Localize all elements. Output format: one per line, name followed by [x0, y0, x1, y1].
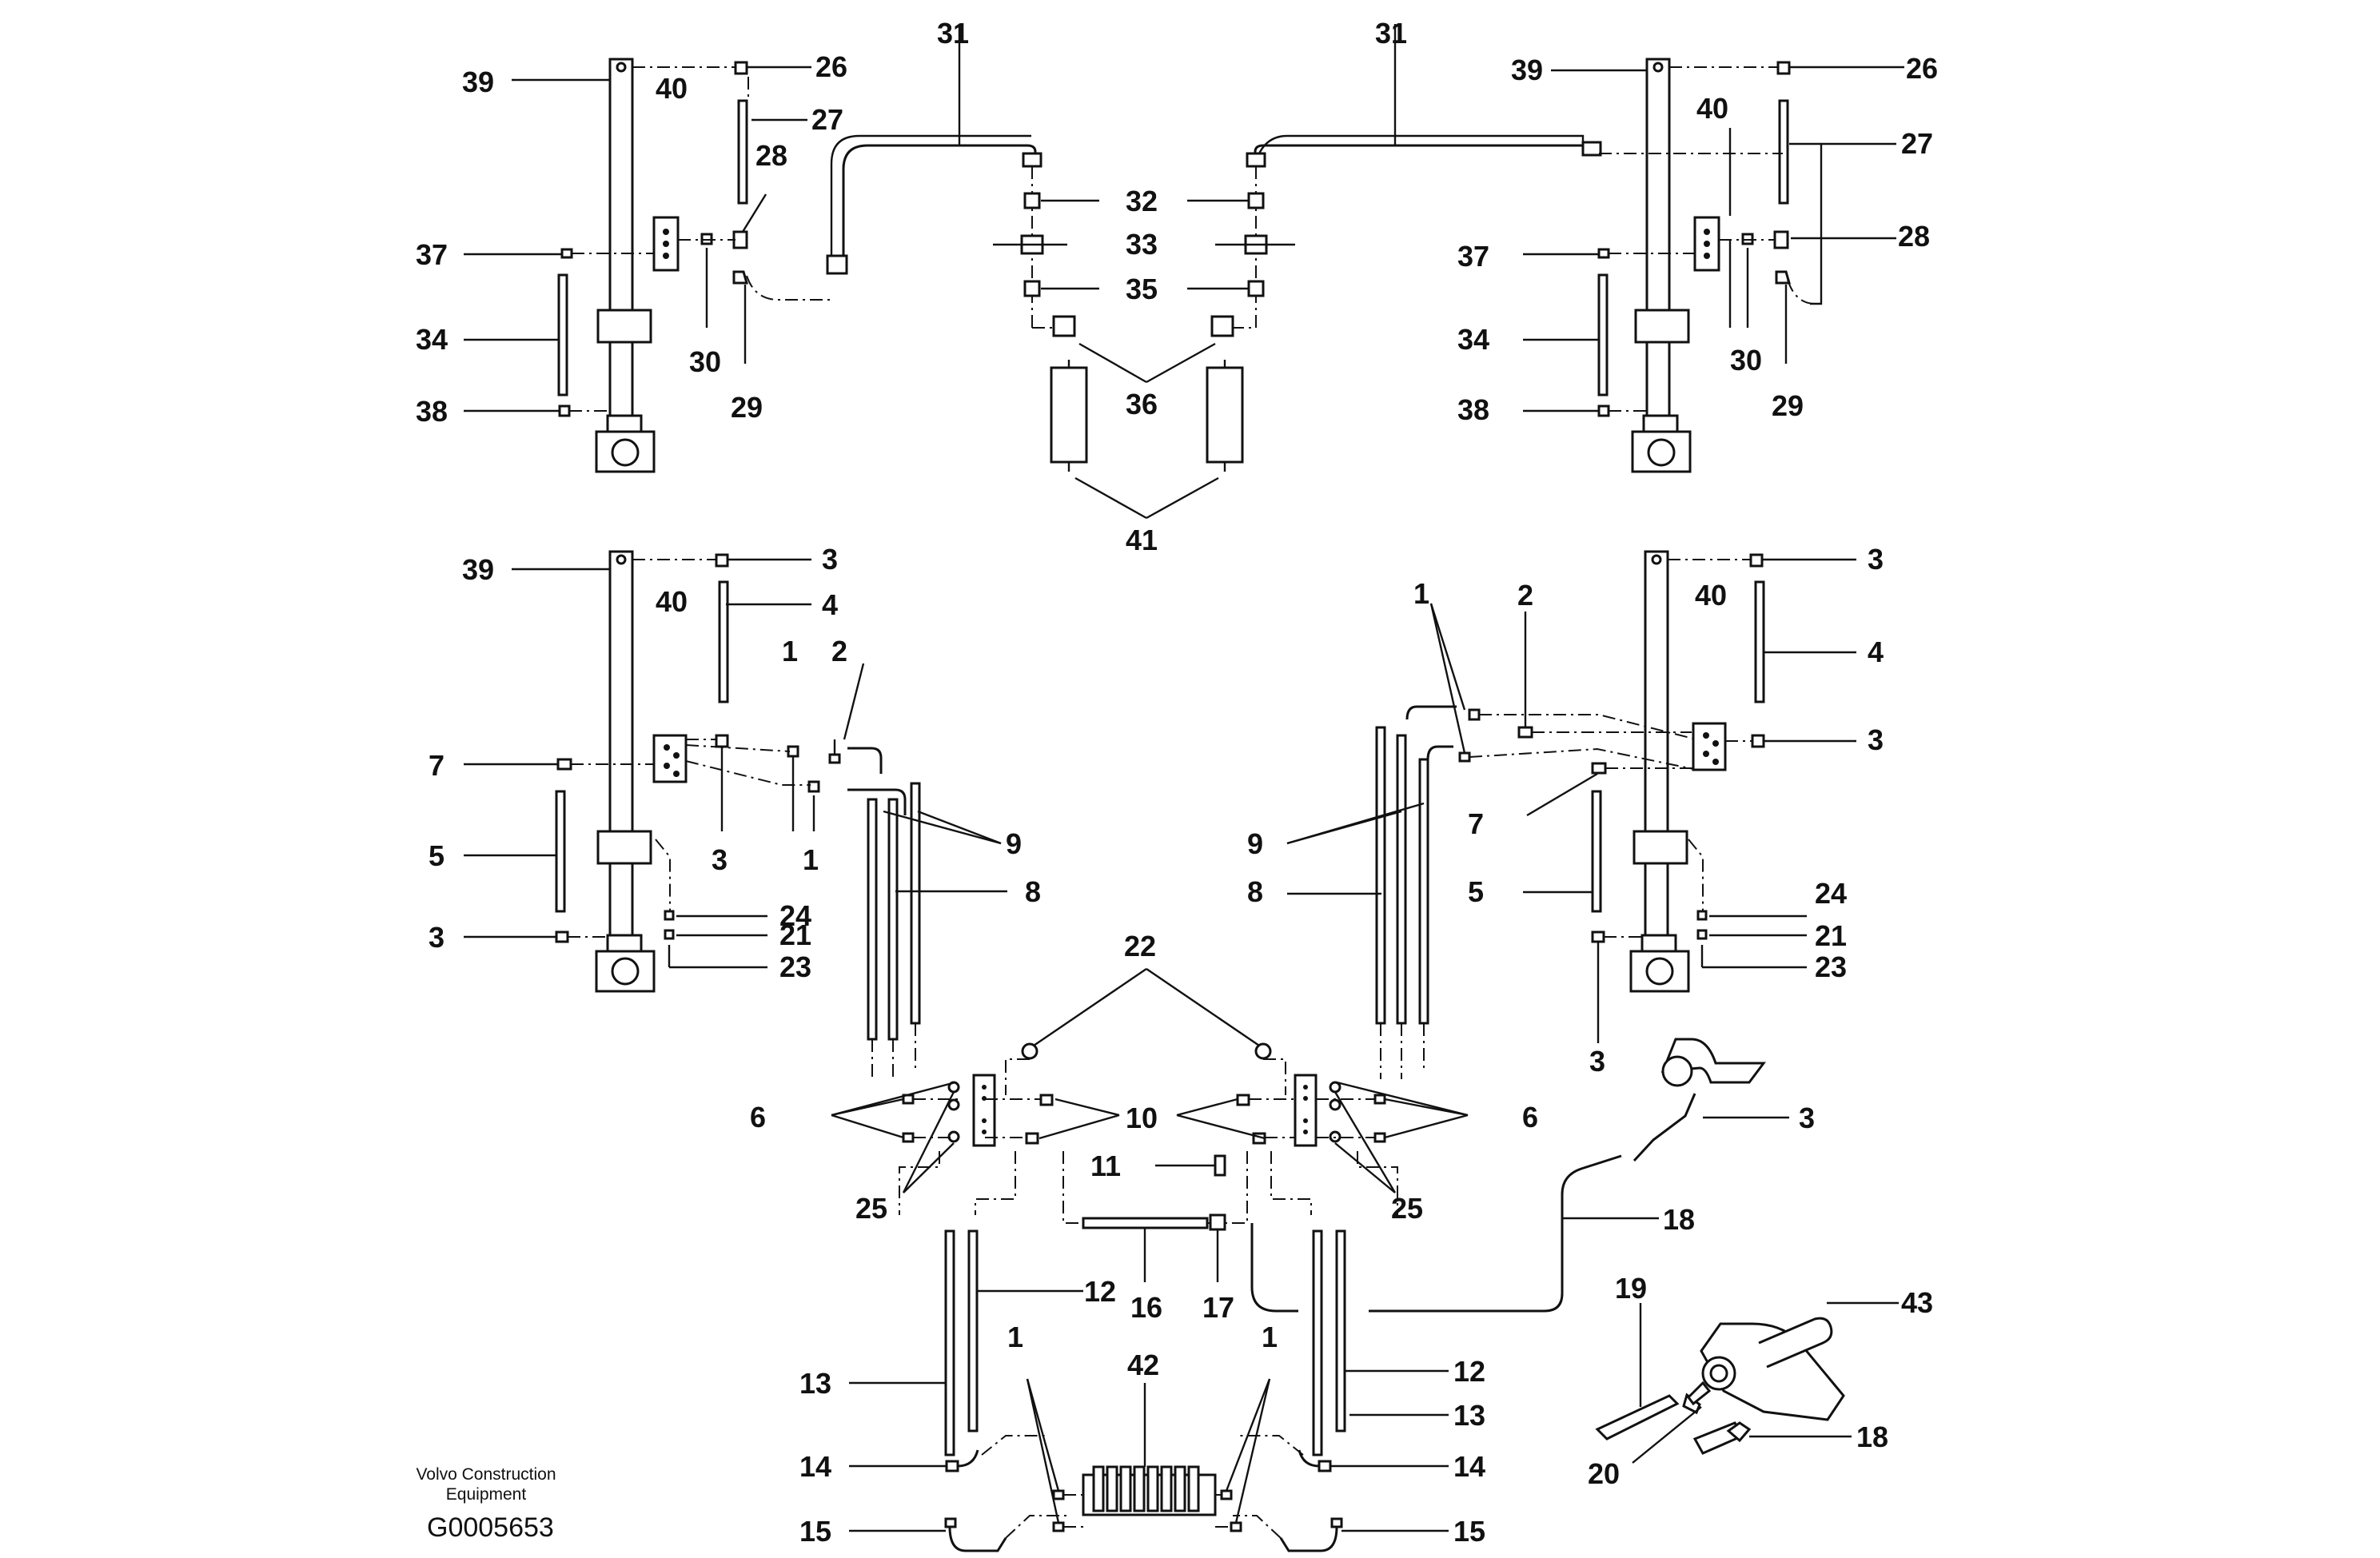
label-13b: 13 [1453, 1399, 1485, 1432]
label-28b: 28 [1898, 220, 1930, 253]
top-right-assembly [1523, 58, 1904, 473]
label-12b: 12 [1453, 1355, 1485, 1388]
label-39c: 39 [462, 553, 494, 586]
label-41: 41 [1126, 524, 1158, 556]
label-35: 35 [1126, 273, 1158, 305]
label-29b: 29 [1772, 389, 1804, 422]
label-3b: 3 [712, 843, 728, 876]
label-5a: 5 [429, 839, 445, 872]
label-24a: 24 [779, 899, 811, 932]
figure-id: G0005653 [427, 1512, 554, 1543]
label-21b: 21 [1815, 919, 1847, 952]
label-31a: 31 [937, 17, 969, 50]
label-3e: 3 [1868, 723, 1884, 756]
label-4a: 4 [822, 588, 838, 621]
label-31b: 31 [1375, 17, 1407, 50]
label-8b: 8 [1247, 875, 1263, 908]
label-30b: 30 [1730, 344, 1762, 377]
label-25b: 25 [1391, 1192, 1423, 1225]
label-3d: 3 [1868, 543, 1884, 576]
label-15a: 15 [799, 1515, 831, 1548]
label-25a: 25 [855, 1192, 887, 1225]
label-14a: 14 [799, 1450, 831, 1483]
label-33: 33 [1126, 228, 1158, 261]
label-38b: 38 [1457, 393, 1489, 426]
label-39b: 39 [1511, 54, 1543, 86]
label-40a: 40 [656, 72, 688, 105]
credit-line-2: Equipment [446, 1485, 527, 1504]
label-1b: 1 [803, 843, 819, 876]
label-27a: 27 [811, 103, 843, 136]
label-34a: 34 [416, 323, 448, 356]
label-21a: 21 [779, 918, 811, 951]
callout-labels: 39 40 26 27 28 37 34 30 29 38 31 31 32 3… [416, 17, 1938, 1548]
label-1e: 1 [1262, 1321, 1278, 1353]
middle-right-assembly [1286, 550, 1856, 1079]
label-1c: 1 [1413, 577, 1429, 610]
label-19: 19 [1615, 1272, 1647, 1305]
label-26a: 26 [815, 50, 847, 83]
label-18b: 18 [1856, 1421, 1888, 1453]
label-3c: 3 [429, 921, 445, 954]
label-20: 20 [1588, 1457, 1620, 1490]
label-18a: 18 [1663, 1203, 1695, 1236]
label-34b: 34 [1457, 323, 1489, 356]
label-9a: 9 [1006, 827, 1022, 860]
label-27b: 27 [1901, 127, 1933, 160]
label-1d: 1 [1007, 1321, 1023, 1353]
label-43: 43 [1901, 1286, 1933, 1319]
label-11: 11 [1090, 1150, 1121, 1182]
label-5b: 5 [1468, 875, 1484, 908]
label-3g: 3 [1799, 1102, 1815, 1134]
label-4b: 4 [1868, 636, 1884, 668]
label-7b: 7 [1468, 807, 1484, 840]
label-38a: 38 [416, 395, 448, 428]
bottom-center-assembly [831, 968, 1469, 1552]
label-12a: 12 [1084, 1275, 1116, 1308]
label-7a: 7 [429, 749, 445, 782]
label-16: 16 [1130, 1291, 1162, 1324]
label-30a: 30 [689, 345, 721, 378]
label-24b: 24 [1815, 877, 1847, 910]
label-32: 32 [1126, 185, 1158, 217]
label-22: 22 [1124, 930, 1156, 962]
label-10a: 10 [1126, 1102, 1158, 1134]
label-29a: 29 [731, 391, 763, 424]
label-1a: 1 [782, 635, 798, 667]
top-left-assembly [464, 58, 830, 473]
label-37a: 37 [416, 238, 448, 271]
label-39a: 39 [462, 66, 494, 98]
label-2b: 2 [1517, 579, 1533, 612]
label-13a: 13 [799, 1367, 831, 1400]
label-9b: 9 [1247, 827, 1263, 860]
credit-line-1: Volvo Construction [416, 1465, 556, 1484]
label-3f: 3 [1589, 1045, 1605, 1078]
top-center-assembly [826, 24, 1602, 520]
label-2a: 2 [831, 635, 847, 667]
label-15b: 15 [1453, 1515, 1485, 1548]
label-42: 42 [1127, 1349, 1159, 1381]
label-28a: 28 [755, 139, 787, 172]
label-36: 36 [1126, 388, 1158, 420]
label-40c: 40 [656, 585, 688, 618]
label-8a: 8 [1025, 875, 1041, 908]
label-17: 17 [1202, 1291, 1234, 1324]
middle-left-assembly [464, 550, 1007, 1079]
label-37b: 37 [1457, 240, 1489, 273]
label-14b: 14 [1453, 1450, 1485, 1483]
credit-block: Volvo Construction Equipment G0005653 [416, 1465, 556, 1543]
right-bottom-assembly [1369, 1038, 1899, 1464]
label-6a: 6 [750, 1101, 766, 1134]
label-23a: 23 [779, 950, 811, 983]
label-40d: 40 [1695, 579, 1727, 612]
label-23b: 23 [1815, 950, 1847, 983]
label-40b: 40 [1696, 92, 1728, 125]
label-3a: 3 [822, 543, 838, 576]
label-6b: 6 [1522, 1101, 1538, 1134]
label-26b: 26 [1906, 52, 1938, 85]
